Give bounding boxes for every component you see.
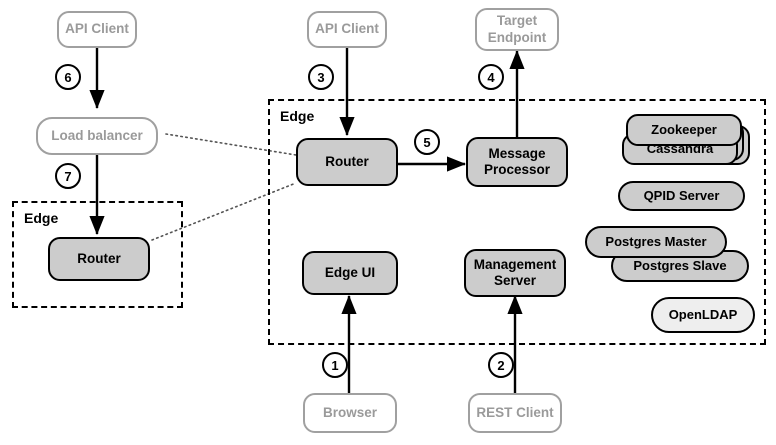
badge-step-4-number: 4 (487, 69, 495, 85)
badge-step-1: 1 (322, 352, 348, 378)
node-message-processor-label-line2: Processor (483, 162, 551, 177)
node-message-processor[interactable]: Message Processor (466, 137, 568, 187)
zone-edge-left (12, 201, 183, 308)
node-target-endpoint-label-line2: Endpoint (487, 29, 547, 45)
badge-step-7: 7 (55, 163, 81, 189)
service-postgres-master-label: Postgres Master (605, 234, 707, 250)
node-browser-label: Browser (322, 404, 378, 420)
node-message-processor-label-line1: Message (488, 145, 546, 161)
node-router-left[interactable]: Router (48, 237, 150, 281)
service-openldap-label: OpenLDAP (668, 307, 738, 323)
badge-step-2: 2 (488, 352, 514, 378)
node-load-balancer[interactable]: Load balancer (36, 117, 158, 155)
badge-step-3: 3 (308, 64, 334, 90)
service-zookeeper[interactable]: Zookeeper (626, 114, 742, 146)
zone-edge-main (268, 99, 766, 345)
node-rest-client[interactable]: REST Client (468, 393, 562, 433)
node-router-main[interactable]: Router (296, 138, 398, 186)
service-postgres-master[interactable]: Postgres Master (585, 226, 727, 258)
badge-step-4: 4 (478, 64, 504, 90)
node-api-client-left[interactable]: API Client (57, 11, 137, 48)
badge-step-2-number: 2 (497, 357, 505, 373)
node-browser[interactable]: Browser (303, 393, 397, 433)
service-qpid-server[interactable]: QPID Server (618, 181, 745, 211)
node-api-client-top-label: API Client (315, 21, 379, 37)
service-zookeeper-label: Zookeeper (651, 122, 717, 138)
node-api-client-left-label: API Client (65, 21, 129, 37)
node-api-client-top[interactable]: API Client (307, 11, 387, 48)
node-edge-ui[interactable]: Edge UI (302, 251, 398, 295)
service-openldap[interactable]: OpenLDAP (651, 297, 755, 333)
zone-edge-main-title: Edge (280, 108, 315, 124)
badge-step-6: 6 (55, 64, 81, 90)
node-load-balancer-label: Load balancer (51, 127, 143, 143)
node-target-endpoint[interactable]: Target Endpoint (475, 8, 559, 51)
badge-step-5-number: 5 (423, 134, 431, 150)
badge-step-3-number: 3 (317, 69, 325, 85)
service-qpid-server-label: QPID Server (643, 188, 720, 204)
zone-edge-left-title: Edge (24, 210, 59, 226)
dotted-link-load-balancer-to-router-main (165, 133, 297, 156)
node-router-main-label: Router (325, 153, 369, 169)
node-management-server-label-line2: Server (493, 273, 537, 288)
node-management-server[interactable]: Management Server (464, 249, 566, 297)
node-edge-ui-label: Edge UI (324, 264, 376, 280)
dotted-link-router-left-to-router-main (151, 182, 297, 241)
service-postgres-slave-label: Postgres Slave (633, 258, 727, 274)
node-management-server-label-line1: Management (473, 256, 557, 272)
node-router-left-label: Router (77, 250, 121, 266)
node-target-endpoint-label-line1: Target (496, 13, 538, 29)
node-rest-client-label: REST Client (476, 404, 554, 420)
badge-step-5: 5 (414, 129, 440, 155)
badge-step-6-number: 6 (64, 69, 72, 85)
badge-step-1-number: 1 (331, 357, 339, 373)
badge-step-7-number: 7 (64, 168, 72, 184)
